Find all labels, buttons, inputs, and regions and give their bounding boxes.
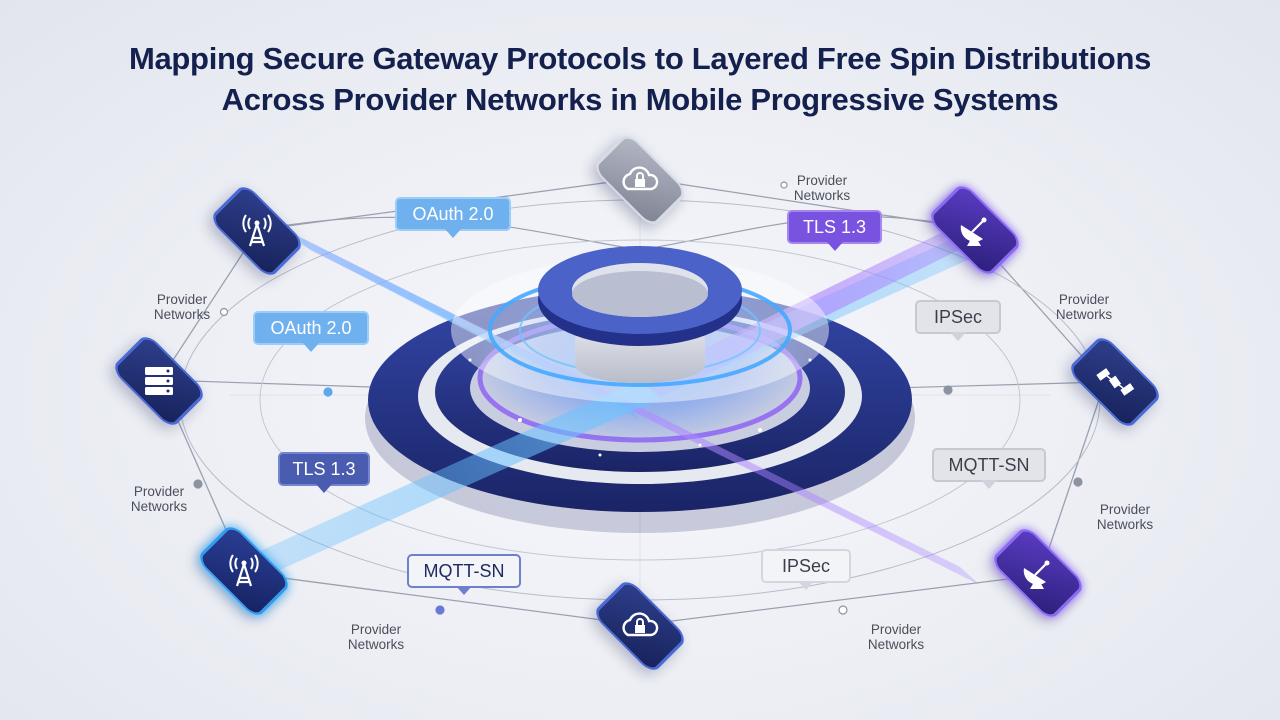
provider-label-line-2: Networks — [1055, 307, 1113, 322]
protocol-badge-oauth-top: OAuth 2.0 — [395, 197, 511, 238]
cloud-lock-icon — [614, 606, 666, 646]
mid-orbit — [259, 239, 1021, 561]
provider-label-line-1: Provider — [870, 622, 922, 637]
provider-label-line-1: Provider — [1099, 502, 1151, 517]
provider-label-line-2: Networks — [153, 307, 211, 322]
satellite-icon — [1089, 362, 1141, 402]
data-beams — [240, 222, 990, 585]
satellite-dish-icon — [949, 210, 1001, 250]
provider-label-line-2: Networks — [793, 188, 851, 203]
signal-tower-icon — [231, 211, 283, 251]
protocol-badge-tls-top-right: TLS 1.3 — [787, 210, 882, 251]
provider-label-line-1: Provider — [156, 292, 208, 307]
protocol-badge-tls-left: TLS 1.3 — [278, 452, 370, 493]
network-junctions — [193, 181, 1083, 615]
protocol-badge-ipsec-bottom: IPSec — [761, 549, 851, 590]
title-line-2: Across Provider Networks in Mobile Progr… — [221, 82, 1059, 117]
provider-label-line-2: Networks — [130, 499, 188, 514]
protocol-badge-mqtt-bottom: MQTT-SN — [407, 554, 521, 595]
title-line-1: Mapping Secure Gateway Protocols to Laye… — [128, 41, 1152, 76]
provider-label-line-2: Networks — [867, 637, 925, 652]
provider-networks-label: Provider Networks — [846, 622, 946, 652]
provider-networks-label: Provider Networks — [772, 173, 872, 203]
cloud-lock-icon — [614, 160, 666, 200]
provider-networks-label: Provider Networks — [1075, 502, 1175, 532]
provider-label-line-1: Provider — [796, 173, 848, 188]
provider-label-line-2: Networks — [347, 637, 405, 652]
provider-networks-label: Provider Networks — [109, 484, 209, 514]
protocol-badge-oauth-left: OAuth 2.0 — [253, 311, 369, 352]
provider-label-line-1: Provider — [1058, 292, 1110, 307]
top-ring-hole-shadow — [572, 271, 708, 317]
sparkles — [468, 358, 812, 457]
server-rack-icon — [133, 361, 185, 401]
provider-label-line-1: Provider — [350, 622, 402, 637]
provider-label-line-2: Networks — [1096, 517, 1154, 532]
diagram-title: Mapping Secure Gateway Protocols to Laye… — [0, 38, 1280, 120]
provider-label-line-1: Provider — [133, 484, 185, 499]
protocol-badge-ipsec-right: IPSec — [915, 300, 1001, 341]
provider-networks-label: Provider Networks — [1034, 292, 1134, 322]
provider-networks-label: Provider Networks — [326, 622, 426, 652]
protocol-badge-mqtt-right: MQTT-SN — [932, 448, 1046, 489]
satellite-dish-icon — [1012, 553, 1064, 593]
signal-tower-icon — [218, 551, 270, 591]
provider-networks-label: Provider Networks — [132, 292, 232, 322]
